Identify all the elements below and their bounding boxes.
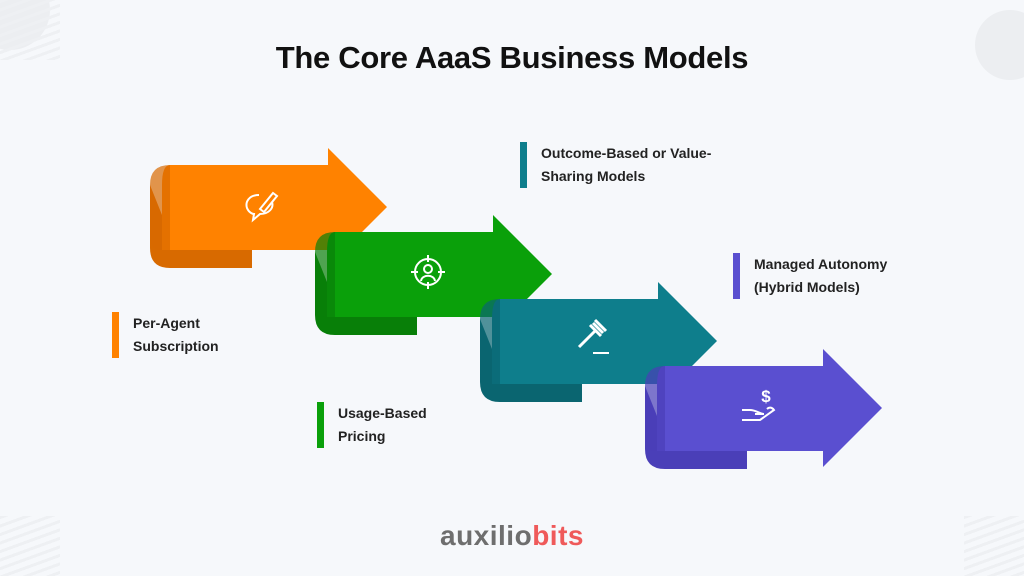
label-outcome-based: Outcome-Based or Value- Sharing Models — [520, 142, 711, 188]
target-user-icon — [411, 255, 445, 289]
label-line: Subscription — [133, 338, 219, 354]
arrow-step-4: $ — [645, 349, 882, 469]
decor-waves — [0, 516, 60, 576]
label-line: (Hybrid Models) — [754, 279, 860, 295]
label-line: Sharing Models — [541, 168, 646, 184]
label-line: Pricing — [338, 428, 386, 444]
label-managed-autonomy: Managed Autonomy (Hybrid Models) — [733, 253, 887, 299]
decor-circle — [975, 10, 1024, 80]
arrow-edge — [150, 165, 170, 250]
label-bar — [520, 142, 527, 188]
arrow-edge — [480, 299, 500, 384]
label-bar — [112, 312, 119, 358]
label-bar — [317, 402, 324, 448]
logo-part2: bits — [532, 520, 584, 551]
decor-waves — [0, 0, 60, 60]
label-line: Managed Autonomy — [754, 256, 888, 272]
arrow-edge — [645, 366, 665, 451]
gavel-icon — [577, 318, 609, 354]
arrow-edge — [315, 232, 335, 317]
chat-pencil-icon — [245, 191, 279, 223]
label-line: Outcome-Based or Value- — [541, 145, 712, 161]
page-title: The Core AaaS Business Models — [275, 40, 749, 75]
label-line: Per-Agent — [133, 315, 200, 331]
logo-part1: auxilio — [440, 520, 533, 551]
decor-waves — [964, 516, 1024, 576]
label-bar — [733, 253, 740, 299]
label-line: Usage-Based — [338, 405, 427, 421]
hand-dollar-icon: $ — [742, 387, 776, 421]
svg-text:$: $ — [761, 387, 771, 406]
auxiliobits-logo: auxiliobits — [0, 520, 1024, 552]
